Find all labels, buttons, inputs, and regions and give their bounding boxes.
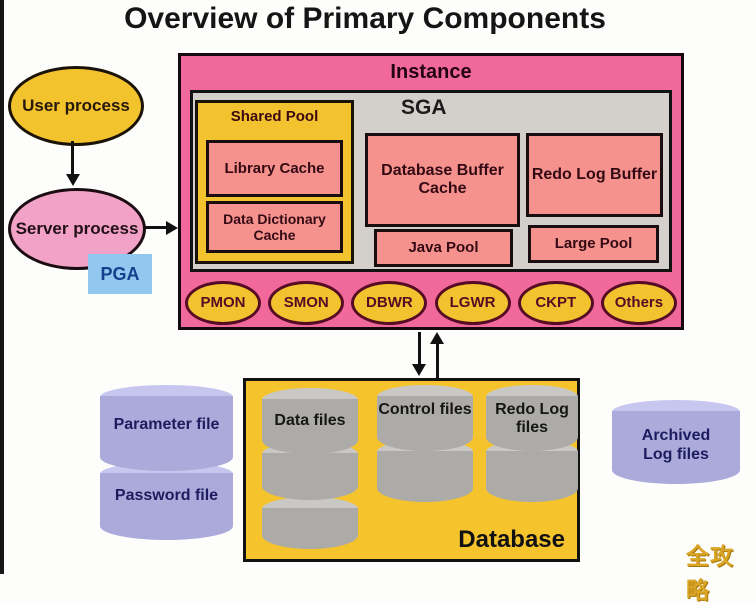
arrow-server-to-instance-line	[143, 226, 167, 229]
shared-pool-label: Shared Pool	[230, 108, 319, 125]
pmon-label: PMON	[200, 294, 246, 311]
cylinder-body	[262, 508, 358, 549]
cylinder-body	[262, 399, 358, 454]
password-file-label: Password file	[114, 487, 219, 504]
data-files-cylinder-segment-3	[262, 497, 358, 549]
page-title: Overview of Primary Components	[124, 2, 606, 35]
cylinder-body	[100, 396, 233, 471]
control-files-cylinder-top: Control files	[377, 385, 473, 451]
control-files-label: Control files	[378, 401, 472, 418]
ckpt-label: CKPT	[535, 294, 577, 311]
library-cache-box: Library Cache	[206, 140, 343, 197]
parameter-file-cylinder: Parameter file	[100, 385, 233, 471]
data-files-cylinder-top: Data files	[262, 388, 358, 454]
archived-log-files-cylinder: Archived Log files	[612, 400, 740, 484]
arrow-instance-to-database-head	[412, 364, 426, 376]
process-ellipse-others: Others	[600, 280, 677, 325]
archived-log-files-label: Archived Log files	[641, 427, 711, 464]
cylinder-body	[486, 451, 578, 502]
server-process-label: Server process	[15, 219, 139, 239]
arrow-database-to-instance-line	[436, 343, 439, 378]
user-process-label: User process	[22, 96, 130, 116]
background-process-row: PMON SMON DBWR LGWR CKPT Others	[185, 280, 677, 325]
database-label: Database	[458, 526, 565, 553]
database-buffer-cache-box: Database Buffer Cache	[365, 133, 520, 227]
process-ellipse-ckpt: CKPT	[517, 280, 594, 325]
lgwr-label: LGWR	[449, 294, 496, 311]
arrow-server-to-instance-head	[166, 221, 178, 235]
redo-log-buffer-box: Redo Log Buffer	[526, 133, 663, 217]
pga-box: PGA	[88, 254, 152, 294]
redo-log-buffer-label: Redo Log Buffer	[531, 165, 658, 183]
library-cache-label: Library Cache	[224, 159, 325, 177]
shared-pool-box: Shared Pool Library Cache Data Dictionar…	[195, 100, 354, 264]
cylinder-body	[100, 473, 233, 540]
process-ellipse-dbwr: DBWR	[351, 280, 428, 325]
process-ellipse-lgwr: LGWR	[434, 280, 511, 325]
cylinder-body	[377, 451, 473, 502]
cylinder-body	[377, 396, 473, 451]
database-box: Data files Control files Redo Log files …	[243, 378, 580, 562]
sga-label: SGA	[401, 96, 447, 119]
cylinder-body	[612, 411, 740, 484]
data-files-label: Data files	[274, 412, 346, 429]
instance-label: Instance	[390, 61, 472, 83]
arrow-user-to-server-head	[66, 174, 80, 186]
large-pool-box: Large Pool	[528, 225, 659, 263]
redo-log-files-cylinder-top: Redo Log files	[486, 385, 578, 451]
smon-label: SMON	[283, 294, 329, 311]
arrow-instance-to-database-line	[418, 332, 421, 365]
parameter-file-label: Parameter file	[113, 416, 220, 433]
sga-box: SGA Shared Pool Library Cache Data Dicti…	[190, 90, 672, 272]
arrow-database-to-instance-head	[430, 332, 444, 344]
cylinder-body	[262, 453, 358, 500]
server-process-node: Server process	[8, 188, 146, 270]
user-process-node: User process	[8, 66, 144, 146]
process-ellipse-smon: SMON	[268, 280, 345, 325]
left-edge-strip	[0, 0, 4, 574]
others-label: Others	[614, 294, 664, 311]
dbwr-label: DBWR	[366, 294, 413, 311]
java-pool-label: Java Pool	[408, 239, 479, 257]
password-file-cylinder: Password file	[100, 462, 233, 540]
pga-label: PGA	[100, 263, 140, 284]
watermark-text: 全攻略	[686, 543, 734, 603]
database-buffer-cache-label: Database Buffer Cache	[381, 161, 504, 197]
arrow-user-to-server-line	[71, 141, 74, 176]
process-ellipse-pmon: PMON	[185, 280, 261, 325]
large-pool-label: Large Pool	[554, 235, 633, 253]
data-dictionary-cache-box: Data Dictionary Cache	[206, 201, 343, 253]
instance-box: Instance SGA Shared Pool Library Cache D…	[178, 53, 684, 330]
redo-log-files-label: Redo Log files	[495, 401, 569, 437]
data-dictionary-cache-label: Data Dictionary Cache	[223, 210, 326, 243]
cylinder-body	[486, 396, 578, 451]
java-pool-box: Java Pool	[374, 229, 513, 267]
